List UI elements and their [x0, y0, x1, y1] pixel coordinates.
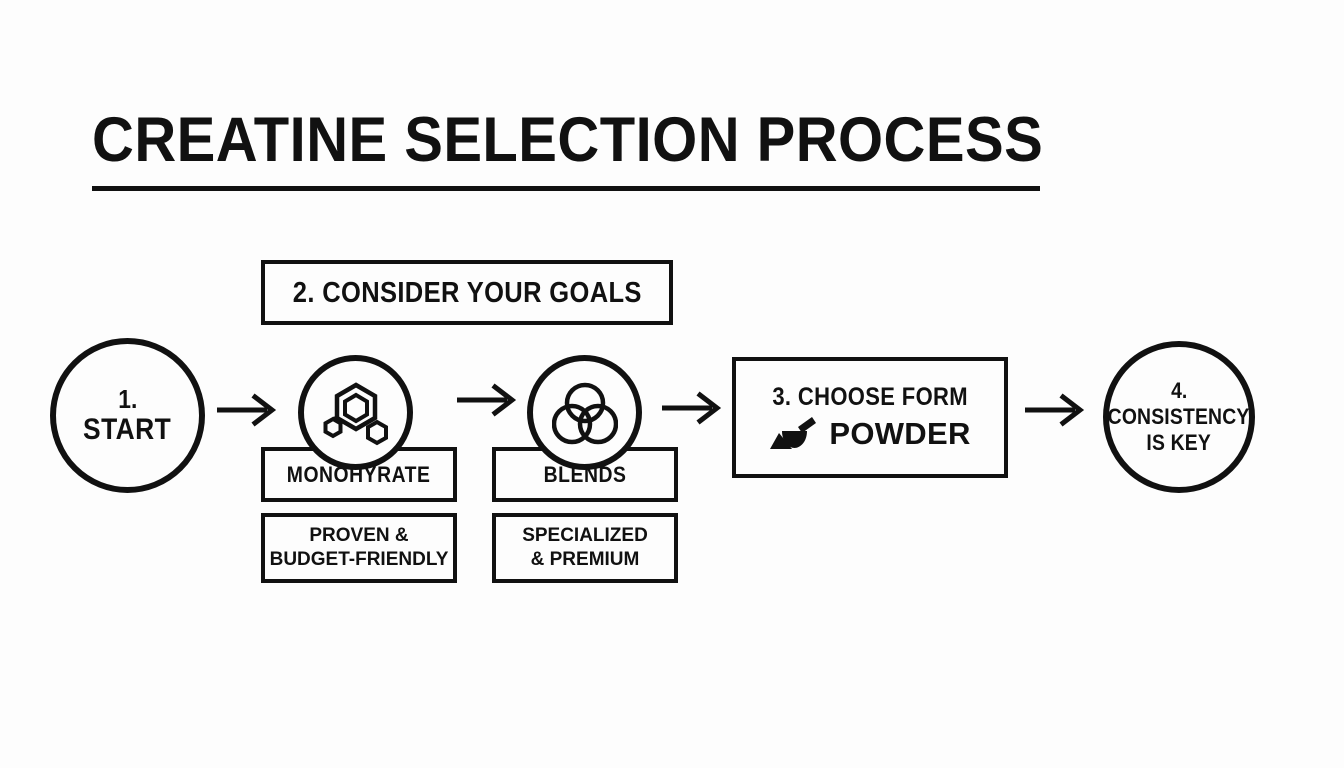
node-consistency-is-key[interactable]: 4. CONSISTENCY IS KEY [1103, 341, 1255, 493]
branch-monohydrate-icon-circle[interactable] [298, 355, 413, 470]
monohydrate-description-line1: PROVEN & [309, 525, 409, 546]
node-start[interactable]: 1. START [50, 338, 205, 493]
start-label: START [83, 412, 172, 446]
monohydrate-description-line2: BUDGET-FRIENDLY [269, 549, 449, 570]
box-choose-form[interactable]: 3. CHOOSE FORM POWDER [732, 357, 1008, 478]
choose-form-title: 3. CHOOSE FORM [772, 382, 968, 411]
blends-description: SPECIALIZED & PREMIUM [522, 524, 648, 572]
blends-description-line1: SPECIALIZED [522, 525, 648, 546]
arrow-form-to-consistency [1025, 393, 1085, 427]
consistency-number: 4. [1170, 378, 1188, 403]
arrow-monohydrate-to-blends [457, 383, 517, 417]
choose-form-value-row: POWDER [769, 415, 970, 453]
three-overlapping-circles-icon [551, 382, 618, 444]
consistency-label-line1: CONSISTENCY [1108, 404, 1250, 429]
consistency-label-line2: IS KEY [1146, 430, 1212, 455]
box-consider-your-goals[interactable]: 2. CONSIDER YOUR GOALS [261, 260, 673, 325]
consider-your-goals-label: 2. CONSIDER YOUR GOALS [292, 276, 642, 309]
branch-blends-icon-circle[interactable] [527, 355, 642, 470]
molecule-hexagon-icon [323, 381, 388, 445]
title-underline-rule [92, 186, 1040, 191]
arrow-start-to-monohydrate [217, 393, 277, 427]
blends-description-line2: & PREMIUM [530, 549, 640, 570]
page-title: CREATINE SELECTION PROCESS [92, 105, 1044, 175]
monohydrate-description: PROVEN & BUDGET-FRIENDLY [270, 524, 449, 572]
title-block: CREATINE SELECTION PROCESS [92, 105, 1044, 191]
start-number: 1. [117, 383, 138, 414]
box-blends-description[interactable]: SPECIALIZED & PREMIUM [492, 513, 678, 583]
powder-scoop-icon [770, 416, 817, 449]
box-monohydrate-description[interactable]: PROVEN & BUDGET-FRIENDLY [261, 513, 457, 583]
arrow-blends-to-form [662, 391, 722, 425]
choose-form-value: POWDER [829, 415, 971, 451]
